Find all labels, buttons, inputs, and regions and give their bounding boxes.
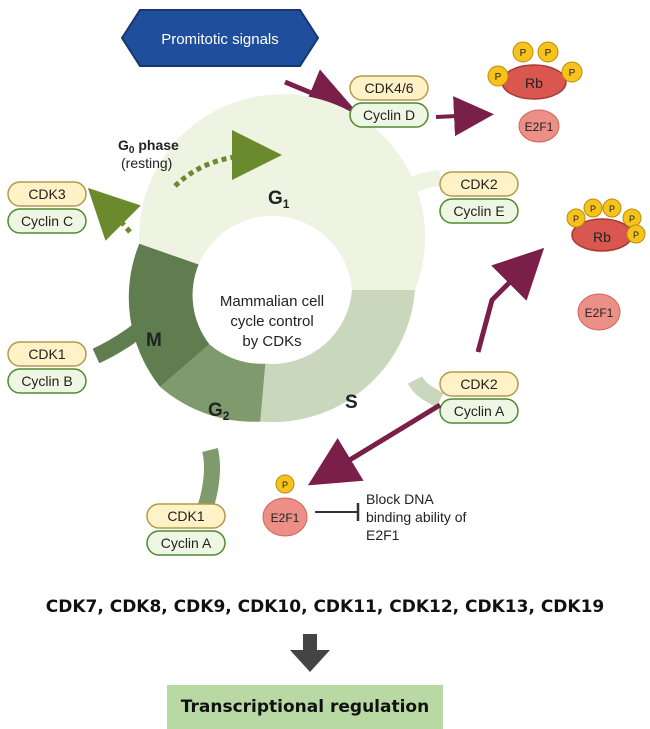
svg-text:P: P bbox=[282, 480, 288, 490]
center-line-2: cycle control bbox=[230, 313, 313, 330]
cyclin-a-label: Cyclin A bbox=[454, 403, 505, 419]
transcriptional-regulation-box: Transcriptional regulation bbox=[167, 685, 443, 729]
cdk2-e-label: CDK2 bbox=[460, 176, 498, 192]
promitotic-signals-label: Promitotic signals bbox=[161, 31, 279, 48]
s-phase-sector bbox=[260, 290, 415, 423]
cdk1-b-label: CDK1 bbox=[28, 346, 66, 362]
svg-text:P: P bbox=[495, 72, 502, 83]
cdk46-to-rb-arrow bbox=[435, 96, 494, 137]
svg-text:P: P bbox=[609, 204, 615, 214]
phospho-group-2: P P P P P bbox=[566, 198, 646, 244]
g2-phase-sector bbox=[160, 344, 266, 422]
cdk2a-to-e2f1-arrow bbox=[307, 402, 442, 486]
e2f1-label-3: E2F1 bbox=[271, 511, 300, 525]
phospho-group-1: P P P P bbox=[487, 41, 583, 87]
cyclin-d-label: Cyclin D bbox=[363, 107, 415, 123]
complex-cdk2-cyclin-a: CDK2 Cyclin A bbox=[439, 371, 519, 424]
signal-arrow bbox=[284, 69, 357, 116]
cyclin-c-label: Cyclin C bbox=[21, 213, 73, 229]
e2f1-label-2: E2F1 bbox=[585, 306, 614, 320]
g0-phase-subtitle: (resting) bbox=[121, 155, 172, 171]
complex-cdk3-cyclin-c: CDK3 Cyclin C bbox=[7, 181, 87, 234]
e2f1-phosphorylated: E2F1 P bbox=[262, 474, 308, 537]
complex-cdk1-cyclin-b: CDK1 Cyclin B bbox=[7, 341, 87, 394]
svg-text:P: P bbox=[629, 214, 635, 224]
complex-cdk4-6-cyclin-d: CDK4/6 Cyclin D bbox=[349, 75, 429, 128]
svg-text:P: P bbox=[520, 48, 527, 59]
svg-text:P: P bbox=[633, 230, 639, 240]
transcriptional-cdk-list: CDK7, CDK8, CDK9, CDK10, CDK11, CDK12, C… bbox=[45, 597, 605, 617]
phase-label-m: M bbox=[146, 330, 162, 351]
block-inhibition: Block DNA binding ability of E2F1 bbox=[315, 491, 467, 543]
rb-e2f1-cluster-top: Rb E2F1 P P P P bbox=[487, 41, 583, 143]
svg-text:P: P bbox=[545, 48, 552, 59]
cyclin-e-label: Cyclin E bbox=[453, 203, 504, 219]
cell-cycle-ring bbox=[128, 94, 426, 423]
g1-phase-sector bbox=[139, 94, 426, 291]
g0-exit-arrow bbox=[173, 130, 282, 188]
phase-label-g1: G1 bbox=[268, 188, 290, 211]
promitotic-signals-box: Promitotic signals bbox=[120, 9, 320, 67]
complex-cdk2-cyclin-e: CDK2 Cyclin E bbox=[439, 171, 519, 224]
svg-text:P: P bbox=[573, 214, 579, 224]
center-line-1: Mammalian cell bbox=[220, 293, 324, 310]
phase-label-s: S bbox=[345, 392, 358, 413]
down-arrow-icon bbox=[290, 634, 330, 672]
phase-label-g2: G2 bbox=[208, 400, 230, 423]
cdk3-label: CDK3 bbox=[28, 186, 66, 202]
m-phase-sector bbox=[128, 243, 210, 387]
g0-phase-title: G0 phase bbox=[118, 137, 179, 156]
cyclin-b-label: Cyclin B bbox=[21, 373, 72, 389]
svg-text:P: P bbox=[590, 204, 596, 214]
cyclin-a2-label: Cyclin A bbox=[161, 535, 212, 551]
cdk4-6-label: CDK4/6 bbox=[364, 80, 413, 96]
block-line-2: binding ability of bbox=[366, 509, 467, 525]
complex-cdk1-cyclin-a: CDK1 Cyclin A bbox=[146, 503, 226, 556]
rb-cluster-mid: Rb P P P P P E2F1 bbox=[566, 198, 646, 331]
g0-entry-arrow bbox=[87, 187, 141, 241]
block-line-3: E2F1 bbox=[366, 527, 400, 543]
cdk1-a-label: CDK1 bbox=[167, 508, 205, 524]
svg-text:P: P bbox=[569, 68, 576, 79]
e2f1-label-1: E2F1 bbox=[525, 120, 554, 134]
cdk2a-to-rb-arrow bbox=[475, 247, 545, 353]
rb-label-1: Rb bbox=[525, 75, 543, 91]
rb-label-2: Rb bbox=[593, 229, 611, 245]
cdk2-a-label: CDK2 bbox=[460, 376, 498, 392]
block-line-1: Block DNA bbox=[366, 491, 434, 507]
center-line-3: by CDKs bbox=[242, 333, 301, 350]
